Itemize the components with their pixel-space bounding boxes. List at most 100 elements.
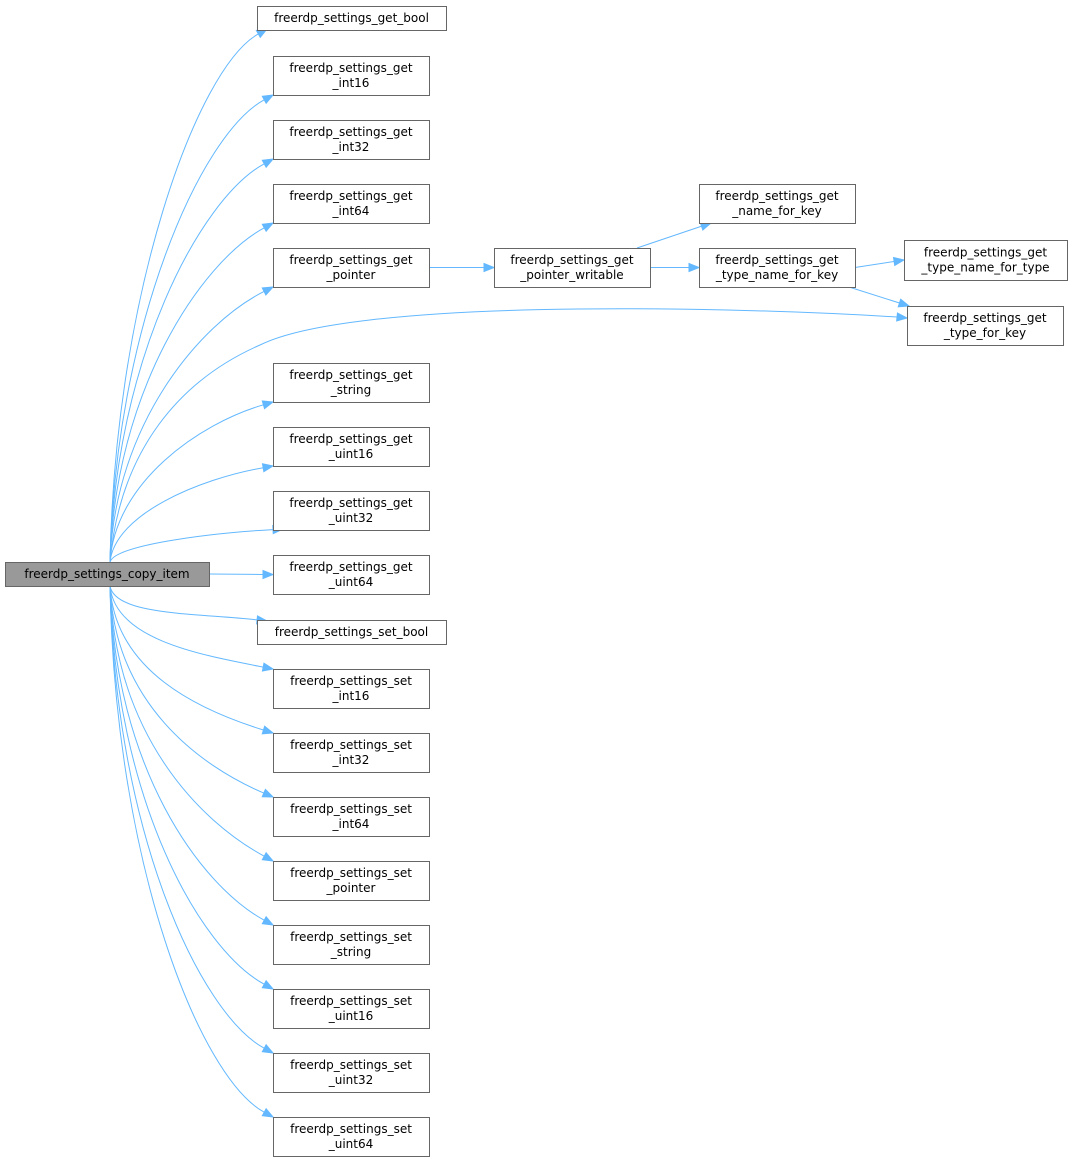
node-get-uint32[interactable]: freerdp_settings_get_uint32 bbox=[273, 491, 430, 531]
node-get-pointer-writable[interactable]: freerdp_settings_get_pointer_writable bbox=[494, 248, 651, 288]
edge-root-to-get_uint32 bbox=[109, 524, 285, 563]
edge-root-to-set_int16 bbox=[109, 585, 275, 672]
edge-get_pointer_writable-to-get_type_name_for_key bbox=[650, 262, 701, 273]
node-set-string[interactable]: freerdp_settings_set_string bbox=[273, 925, 430, 965]
node-get-name-for-key[interactable]: freerdp_settings_get_name_for_key bbox=[699, 184, 856, 224]
node-set-int32[interactable]: freerdp_settings_set_int32 bbox=[273, 733, 430, 773]
arrowhead-icon bbox=[261, 1043, 275, 1054]
edge-get_pointer_writable-to-get_name_for_key bbox=[636, 221, 713, 249]
node-label: _int16 bbox=[332, 76, 370, 90]
edge-line bbox=[109, 585, 265, 794]
node-get-type-for-key[interactable]: freerdp_settings_get_type_for_key bbox=[907, 306, 1064, 346]
edge-root-to-set_uint32 bbox=[109, 585, 275, 1054]
arrowhead-icon bbox=[897, 298, 911, 308]
edge-line bbox=[208, 573, 264, 575]
node-root[interactable]: freerdp_settings_copy_item bbox=[5, 562, 210, 587]
node-set-pointer[interactable]: freerdp_settings_set_pointer bbox=[273, 861, 430, 901]
arrowhead-icon bbox=[261, 851, 275, 862]
arrowhead-icon bbox=[262, 569, 275, 580]
edge-line bbox=[109, 467, 264, 563]
node-label: freerdp_settings_set bbox=[290, 674, 412, 688]
edge-line bbox=[109, 404, 264, 563]
node-label: freerdp_settings_set bbox=[290, 1122, 412, 1136]
edge-root-to-get_uint16 bbox=[109, 463, 275, 563]
node-box bbox=[273, 427, 430, 467]
node-box bbox=[273, 363, 430, 403]
node-set-uint32[interactable]: freerdp_settings_set_uint32 bbox=[273, 1053, 430, 1093]
node-label: _type_name_for_type bbox=[920, 261, 1049, 275]
edge-line bbox=[109, 585, 265, 1113]
arrowhead-icon bbox=[261, 1107, 275, 1118]
node-label: _pointer_writable bbox=[519, 268, 623, 282]
node-label: freerdp_settings_set bbox=[290, 802, 412, 816]
node-set-int64[interactable]: freerdp_settings_set_int64 bbox=[273, 797, 430, 837]
edge-get_type_name_for_key-to-get_type_name_for_type bbox=[854, 256, 906, 268]
edge-root-to-get_pointer bbox=[109, 286, 275, 563]
arrowhead-icon bbox=[261, 463, 275, 473]
edge-line bbox=[109, 291, 265, 563]
node-set-uint64[interactable]: freerdp_settings_set_uint64 bbox=[273, 1117, 430, 1157]
edge-line bbox=[636, 222, 712, 249]
node-set-int16[interactable]: freerdp_settings_set_int16 bbox=[273, 669, 430, 709]
node-box bbox=[273, 1117, 430, 1157]
arrowhead-icon bbox=[261, 94, 275, 105]
node-get-int16[interactable]: freerdp_settings_get_int16 bbox=[273, 56, 430, 96]
node-get-int64[interactable]: freerdp_settings_get_int64 bbox=[273, 184, 430, 224]
node-label: freerdp_settings_set_bool bbox=[275, 625, 428, 639]
edge-root-to-set_bool bbox=[109, 585, 269, 625]
nodes-layer: freerdp_settings_copy_item freerdp_settin… bbox=[5, 6, 1068, 1157]
node-label: freerdp_settings_set bbox=[290, 994, 412, 1008]
node-box bbox=[273, 56, 430, 96]
node-label: _int32 bbox=[332, 140, 370, 154]
node-box bbox=[273, 184, 430, 224]
node-label: freerdp_settings_get bbox=[289, 253, 412, 267]
arrowhead-icon bbox=[483, 262, 496, 273]
node-label: freerdp_settings_get bbox=[289, 61, 412, 75]
node-label: _pointer bbox=[326, 268, 376, 282]
node-label: _string bbox=[330, 383, 371, 397]
arrowhead-icon bbox=[261, 979, 275, 990]
node-label: freerdp_settings_get bbox=[289, 125, 412, 139]
node-box bbox=[273, 491, 430, 531]
node-box bbox=[907, 306, 1064, 346]
node-set-bool[interactable]: freerdp_settings_set_bool bbox=[257, 620, 447, 645]
node-get-string[interactable]: freerdp_settings_get_string bbox=[273, 363, 430, 403]
node-label: freerdp_settings_set bbox=[290, 738, 412, 752]
edge-get_type_name_for_key-to-get_type_for_key bbox=[848, 286, 911, 308]
edge-line bbox=[109, 308, 898, 563]
arrowhead-icon bbox=[261, 400, 275, 410]
edge-line bbox=[109, 585, 265, 857]
edge-root-to-set_int32 bbox=[109, 585, 275, 735]
node-label: freerdp_settings_set bbox=[290, 1058, 412, 1072]
arrowhead-icon bbox=[261, 158, 275, 169]
node-get-type-name-for-key[interactable]: freerdp_settings_get_type_name_for_key bbox=[699, 248, 856, 288]
node-get-type-name-for-type[interactable]: freerdp_settings_get_type_name_for_type bbox=[904, 240, 1068, 281]
node-box bbox=[273, 1053, 430, 1093]
node-label: _uint64 bbox=[328, 575, 374, 589]
node-label: freerdp_settings_get bbox=[715, 253, 838, 267]
node-box bbox=[273, 669, 430, 709]
node-get-uint64[interactable]: freerdp_settings_get_uint64 bbox=[273, 555, 430, 595]
node-label: freerdp_settings_get bbox=[923, 311, 1046, 325]
node-label: _uint32 bbox=[328, 1073, 374, 1087]
edge-line bbox=[109, 585, 265, 921]
node-get-pointer[interactable]: freerdp_settings_get_pointer bbox=[273, 248, 430, 288]
node-box bbox=[273, 555, 430, 595]
arrowhead-icon bbox=[892, 256, 906, 267]
node-label: _uint64 bbox=[328, 1137, 374, 1151]
node-label: _name_for_key bbox=[731, 204, 822, 218]
node-box bbox=[273, 733, 430, 773]
node-label: freerdp_settings_copy_item bbox=[24, 567, 189, 581]
node-label: _uint16 bbox=[328, 447, 374, 461]
node-get-uint16[interactable]: freerdp_settings_get_uint16 bbox=[273, 427, 430, 467]
node-label: freerdp_settings_get bbox=[715, 189, 838, 203]
node-box bbox=[273, 797, 430, 837]
node-set-uint16[interactable]: freerdp_settings_set_uint16 bbox=[273, 989, 430, 1029]
node-get-int32[interactable]: freerdp_settings_get_int32 bbox=[273, 120, 430, 160]
node-label: _int64 bbox=[332, 817, 370, 831]
edge-root-to-set_int64 bbox=[109, 585, 275, 798]
node-get-bool[interactable]: freerdp_settings_get_bool bbox=[257, 6, 447, 31]
edge-root-to-set_string bbox=[109, 585, 275, 926]
node-box bbox=[273, 989, 430, 1029]
arrowhead-icon bbox=[261, 725, 275, 735]
